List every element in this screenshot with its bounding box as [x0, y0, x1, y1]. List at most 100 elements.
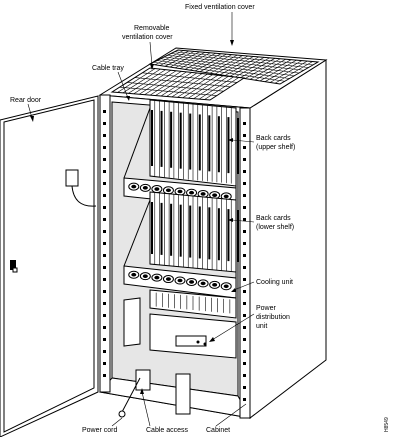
cooling-unit — [149, 289, 237, 319]
card-connector — [160, 202, 163, 255]
rail-hole — [103, 206, 106, 209]
label-back-cards-upper-1: Back cards — [256, 135, 291, 142]
rail-hole — [243, 302, 246, 305]
card-connector — [179, 112, 182, 169]
vent-slat — [122, 68, 161, 94]
vent-slat — [163, 56, 300, 74]
rail-hole — [103, 230, 106, 233]
cable-connector-core — [131, 184, 137, 189]
rail-hole — [103, 290, 106, 293]
lower-shelf-back-cards — [149, 191, 239, 273]
label-power-distribution-3: unit — [256, 323, 267, 330]
vent-slat — [193, 76, 229, 99]
vent-slat — [155, 72, 192, 96]
rail-hole — [243, 182, 246, 185]
cabinet-floor — [99, 369, 251, 419]
card-connector — [217, 116, 220, 173]
rail-hole — [103, 110, 106, 113]
label-back-cards-lower-1: Back cards — [256, 215, 291, 222]
vent-slat — [160, 72, 198, 97]
vent-slat — [139, 70, 177, 95]
cable-connector-core — [165, 188, 171, 193]
card-connector — [160, 110, 163, 167]
vent-slat — [133, 69, 172, 95]
cable-connector-core — [189, 190, 195, 195]
rail-hole — [103, 314, 106, 317]
rail-hole — [103, 242, 106, 245]
card-connector — [208, 115, 211, 172]
cable-connector-core — [154, 275, 160, 280]
rail-hole — [103, 182, 106, 185]
rail-hole — [243, 374, 246, 377]
label-fixed-ventilation-cover: Fixed ventilation cover — [185, 4, 255, 11]
cable-connector-core — [189, 280, 195, 284]
cable-connector-core — [165, 277, 171, 281]
cable-connector-core — [154, 187, 160, 191]
fixed-ventilation-cover — [148, 49, 320, 85]
labels: Fixed ventilation cover Removable ventil… — [10, 4, 390, 434]
cable-connector-core — [142, 186, 148, 190]
card-connector — [189, 205, 192, 258]
vent-slat — [177, 74, 213, 98]
rail-hole — [243, 206, 246, 209]
vent-slat — [142, 72, 238, 83]
front-rails — [99, 94, 251, 419]
rail-hole — [243, 242, 246, 245]
vent-slat — [204, 77, 239, 100]
label-cable-access: Cable access — [146, 427, 189, 434]
card-connector — [217, 208, 220, 261]
vent-slat — [166, 73, 203, 97]
vent-slat — [174, 51, 314, 66]
label-back-cards-lower-2: (lower shelf) — [256, 224, 294, 231]
vent-slat — [153, 61, 285, 82]
card-connector — [227, 117, 230, 174]
label-rear-door: Rear door — [10, 97, 42, 104]
cable-connector-core — [212, 283, 218, 287]
label-cabinet: Cabinet — [206, 427, 230, 434]
rail-hole — [243, 158, 246, 161]
card-connector — [237, 118, 239, 174]
rail-hole — [103, 302, 106, 305]
vent-slat — [127, 82, 224, 92]
rail-hole — [103, 266, 106, 269]
rail-hole — [103, 338, 106, 341]
cable-connector-core — [177, 278, 183, 283]
rail-hole — [243, 350, 246, 353]
rail-hole — [103, 326, 106, 329]
rail-hole — [103, 194, 106, 197]
rail-hole — [243, 266, 246, 269]
rail-hole — [103, 374, 106, 377]
upper-shelf-back-cards — [149, 99, 239, 187]
vent-slat — [149, 71, 187, 96]
rail-hole — [243, 230, 246, 233]
label-back-cards-upper-2: (upper shelf) — [256, 144, 295, 151]
cable-connector-core — [212, 193, 218, 197]
vent-slat — [198, 76, 234, 100]
removable-ventilation-cover — [110, 67, 246, 101]
vent-slat — [188, 75, 224, 99]
label-cable-tray: Cable tray — [92, 65, 124, 72]
rail-hole — [243, 278, 246, 281]
rail-hole — [243, 290, 246, 293]
label-removable-ventilation-cover-2: ventilation cover — [122, 34, 173, 41]
vent-slat — [170, 53, 309, 68]
card-connector — [208, 207, 211, 260]
rail-hole — [243, 362, 246, 365]
cable-connector-core — [131, 272, 137, 277]
label-removable-ventilation-cover-1: Removable — [134, 25, 170, 32]
vent-slat — [171, 73, 208, 98]
label-cooling-unit: Cooling unit — [256, 279, 293, 286]
card-connector — [237, 210, 239, 262]
rail-hole — [243, 398, 246, 401]
card-connector — [151, 202, 153, 254]
vent-slat — [167, 54, 304, 71]
vent-slat — [117, 68, 156, 93]
vent-slat — [134, 77, 231, 88]
rail-hole — [103, 146, 106, 149]
rail-hole — [243, 386, 246, 389]
card-connector — [189, 113, 192, 170]
power-distribution-unit — [149, 313, 237, 359]
rail-hole — [103, 158, 106, 161]
cable-connector-core — [142, 274, 148, 278]
vent-slat — [160, 58, 295, 77]
